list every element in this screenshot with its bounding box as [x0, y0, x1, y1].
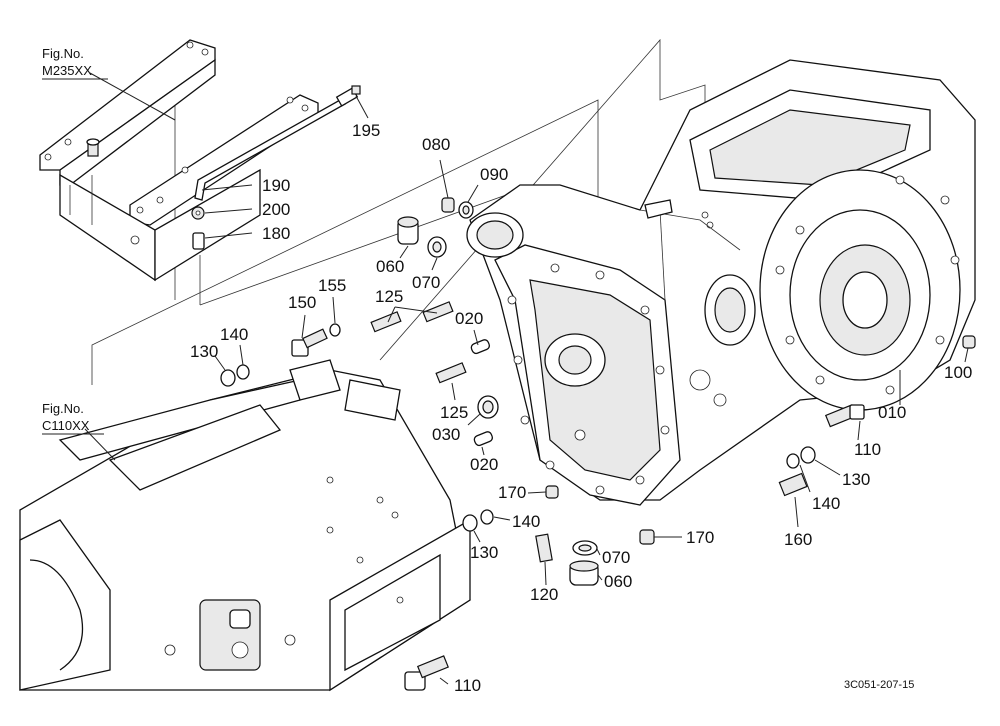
callout-160[interactable]: 160 [784, 530, 812, 549]
callout-140-left[interactable]: 140 [220, 325, 248, 344]
callout-110-right[interactable]: 110 [854, 440, 881, 459]
callout-140-right[interactable]: 140 [812, 494, 840, 513]
loose-parts [220, 197, 976, 691]
callout-080[interactable]: 080 [422, 135, 450, 154]
callout-140-middle[interactable]: 140 [512, 512, 540, 531]
callout-030[interactable]: 030 [432, 425, 460, 444]
leader-lines [84, 72, 969, 685]
callout-155[interactable]: 155 [318, 276, 346, 295]
figure-ref-label: Fig.No. [42, 46, 84, 61]
callout-020-upper[interactable]: 020 [455, 309, 483, 328]
pipe-assembly [191, 85, 361, 250]
callout-060[interactable]: 060 [376, 257, 404, 276]
callout-070-lower[interactable]: 070 [602, 548, 630, 567]
callout-150[interactable]: 150 [288, 293, 316, 312]
callout-120[interactable]: 120 [530, 585, 558, 604]
mounting-bracket [39, 39, 319, 282]
callout-010[interactable]: 010 [878, 403, 906, 422]
transmission-case [466, 59, 976, 506]
callout-110-bottom[interactable]: 110 [454, 676, 481, 695]
callouts: 195 190 200 180 080 090 060 070 155 150 … [190, 121, 972, 695]
callout-200[interactable]: 200 [262, 200, 290, 219]
figure-ref-c110xx[interactable]: Fig.No. C110XX [42, 401, 104, 435]
callout-070[interactable]: 070 [412, 273, 440, 292]
callout-180[interactable]: 180 [262, 224, 290, 243]
callout-060-lower[interactable]: 060 [604, 572, 632, 591]
callout-020-lower[interactable]: 020 [470, 455, 498, 474]
rear-housing [19, 359, 471, 692]
callout-190[interactable]: 190 [262, 176, 290, 195]
callout-125-lower[interactable]: 125 [440, 403, 468, 422]
callout-170-right[interactable]: 170 [686, 528, 714, 547]
figure-ref-number: M235XX [42, 63, 92, 78]
callout-170-left[interactable]: 170 [498, 483, 526, 502]
callout-130-left[interactable]: 130 [190, 342, 218, 361]
figure-ref-number: C110XX [42, 418, 90, 433]
callout-125-upper[interactable]: 125 [375, 287, 403, 306]
callout-195[interactable]: 195 [352, 121, 380, 140]
callout-130-middle[interactable]: 130 [470, 543, 498, 562]
figure-ref-label: Fig.No. [42, 401, 84, 416]
figure-ref-m235xx[interactable]: Fig.No. M235XX [42, 46, 108, 80]
callout-090[interactable]: 090 [480, 165, 508, 184]
callout-130-right[interactable]: 130 [842, 470, 870, 489]
reference-code: 3C051-207-15 [844, 679, 914, 691]
callout-100[interactable]: 100 [944, 363, 972, 382]
